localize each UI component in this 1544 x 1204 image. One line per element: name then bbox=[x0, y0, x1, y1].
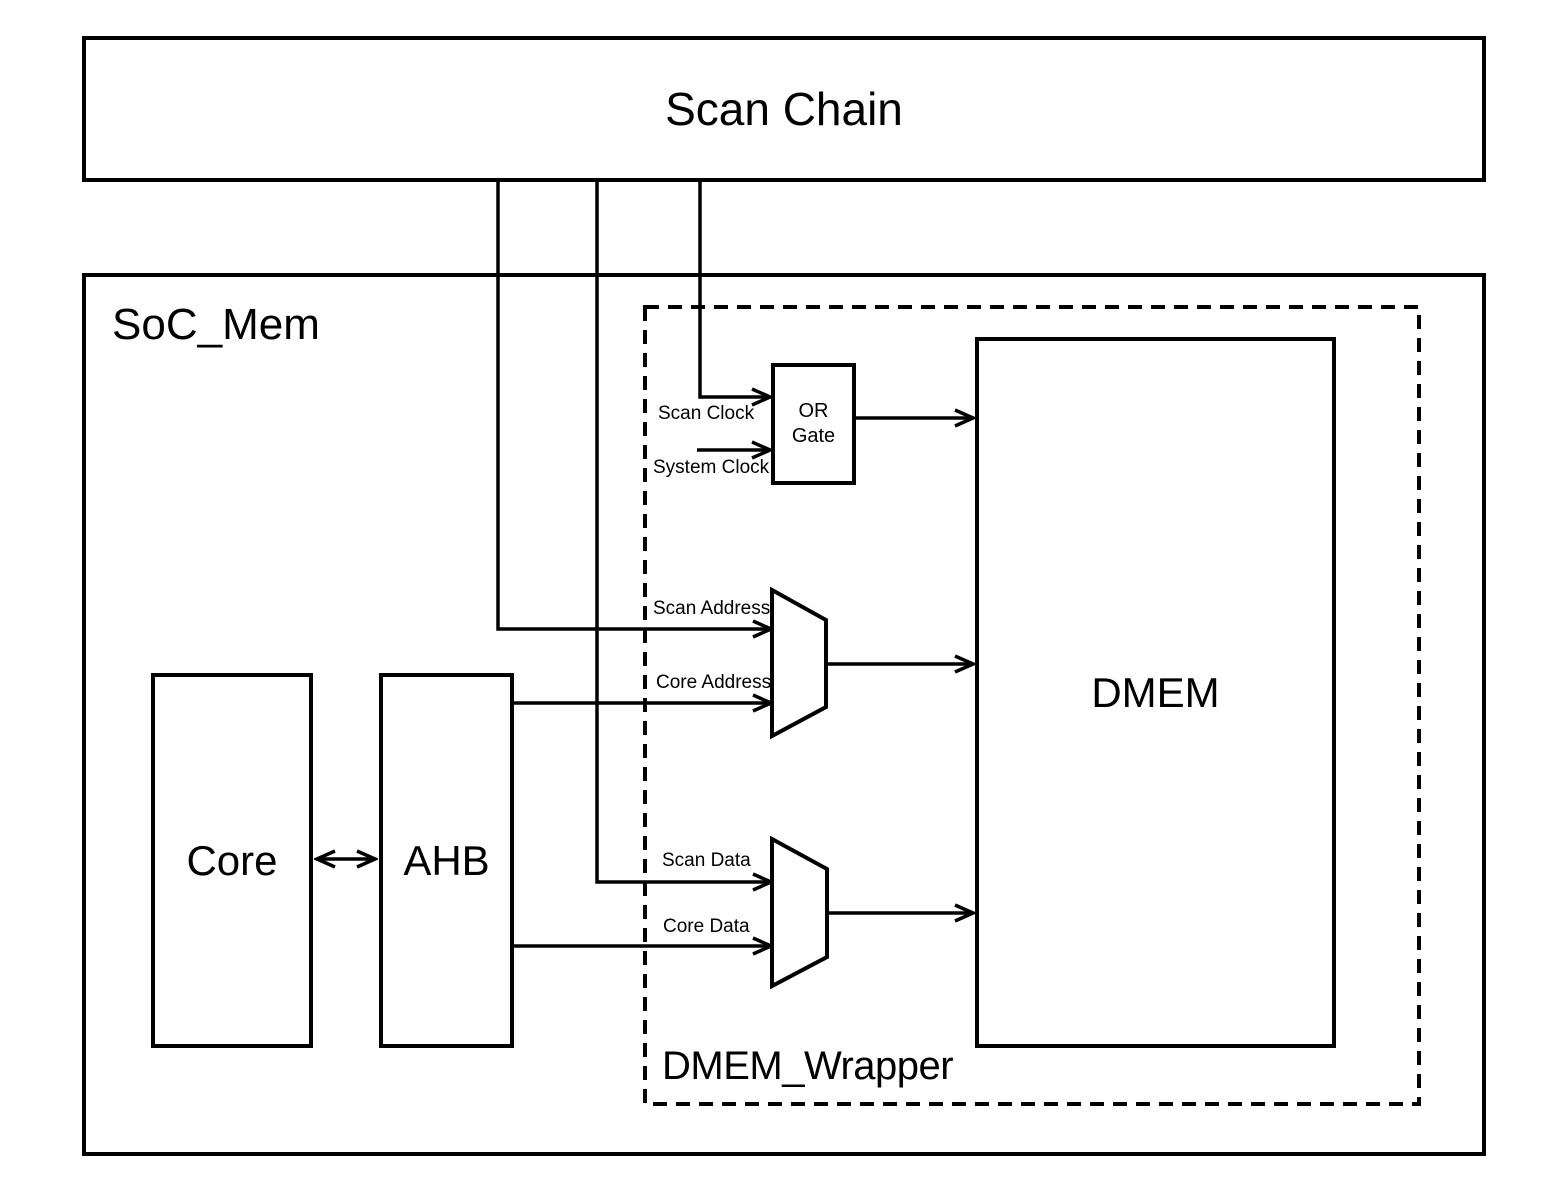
scan-address-label: Scan Address bbox=[653, 598, 771, 619]
soc-mem-label: SoC_Mem bbox=[112, 300, 320, 349]
dmem-box: DMEM bbox=[975, 337, 1336, 1048]
or-gate-label: OR Gate bbox=[792, 399, 835, 449]
scan-chain-box: Scan Chain bbox=[82, 36, 1486, 182]
or-gate-box: OR Gate bbox=[771, 363, 856, 485]
core-data-label: Core Data bbox=[663, 916, 750, 937]
system-clock-label: System Clock bbox=[653, 457, 770, 478]
scan-chain-label: Scan Chain bbox=[665, 83, 903, 135]
or-gate-label-line1: OR bbox=[798, 400, 829, 422]
ahb-box: AHB bbox=[379, 673, 514, 1048]
dmem-wrapper-label: DMEM_Wrapper bbox=[662, 1044, 954, 1088]
scan-clock-label: Scan Clock bbox=[658, 403, 755, 424]
core-label: Core bbox=[186, 836, 278, 884]
core-address-label: Core Address bbox=[656, 672, 772, 693]
soc-mem-box bbox=[82, 273, 1486, 1156]
core-box: Core bbox=[151, 673, 313, 1048]
or-gate-label-line2: Gate bbox=[791, 425, 836, 447]
scan-data-label: Scan Data bbox=[662, 850, 751, 871]
ahb-label: AHB bbox=[403, 836, 490, 884]
dmem-label: DMEM bbox=[1091, 668, 1220, 716]
